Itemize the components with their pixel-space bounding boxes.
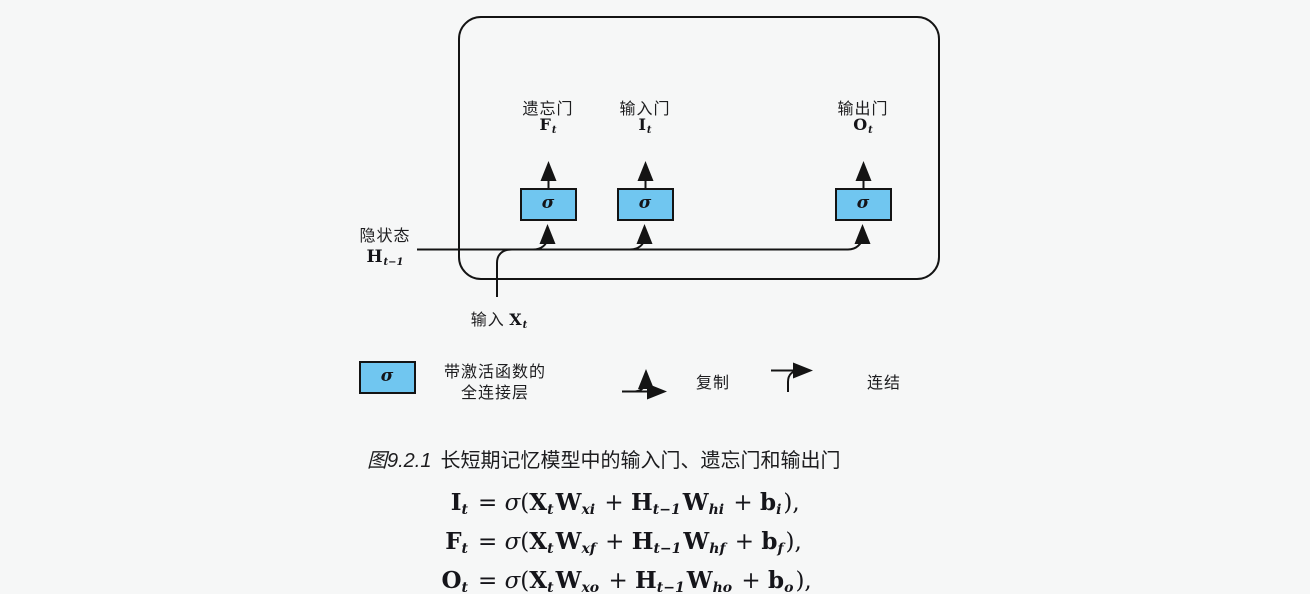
input-subscript: t (522, 320, 528, 331)
equation-forget-gate-rhs: = σ(XtWxf + Ht−1Whf + bf), (478, 528, 802, 557)
input-gate-symbol: It (638, 115, 651, 136)
hidden-state-line (417, 224, 871, 251)
figure-number: 图9.2.1 (367, 450, 432, 472)
equation-input-gate-rhs: = σ(XtWxi + Ht−1Whi + bi), (478, 489, 800, 518)
input-label-block: 输入 Xt (471, 306, 528, 331)
output-gate-subscript: t (868, 125, 873, 136)
lstm-cell-frame (458, 16, 940, 280)
input-gate-sigma-box (617, 188, 674, 221)
figure-title: 长短期记忆模型中的输入门、遗忘门和输出门 (440, 450, 841, 472)
input-label: 输入 (470, 312, 505, 329)
equation-forget-gate-lhs: Ft (445, 528, 468, 557)
input-x-line (496, 248, 513, 297)
output-gate-var: O (853, 115, 868, 134)
branch-arrow-forget-gate (532, 224, 556, 251)
input-gate-sigma-glyph: σ (638, 193, 652, 213)
legend-fc-label: 带激活函数的 全连接层 (444, 362, 546, 404)
equation-input-gate-lhs: It (450, 489, 468, 518)
input-gate-label: 输入门 (619, 101, 671, 118)
output-gate-sigma-box (835, 188, 892, 221)
forget-gate-subscript: t (551, 125, 557, 136)
gate-equations: It = σ(XtWxi + Ht−1Whi + bi), Ft = σ(XtW… (422, 487, 812, 594)
forget-gate-sigma-glyph: σ (541, 193, 555, 213)
equation-output-gate-rhs: = σ(XtWxo + Ht−1Who + bo), (478, 567, 812, 594)
hidden-state-var: H (366, 247, 383, 267)
output-gate-label: 输出门 (837, 101, 889, 118)
legend-sigma-glyph: σ (380, 366, 394, 386)
hidden-state-symbol: Ht−1 (359, 247, 410, 273)
legend-fc-label-line2: 全连接层 (460, 385, 530, 402)
equation-output-gate-lhs: Ot (441, 567, 468, 594)
forget-gate-sigma-box (520, 188, 577, 221)
input-symbol: Xt (509, 310, 528, 331)
figure-caption: 图9.2.1 长短期记忆模型中的输入门、遗忘门和输出门 (367, 444, 840, 473)
input-gate-subscript: t (646, 125, 652, 136)
legend-fc-label-line1: 带激活函数的 (443, 364, 547, 381)
legend-copy-label: 复制 (695, 375, 731, 392)
hidden-state-subscript: t−1 (383, 257, 404, 268)
forget-gate-var: F (539, 115, 551, 134)
hidden-state-label: 隐状态 (359, 228, 411, 245)
concat-symbol-merge-line (787, 369, 801, 392)
input-var: X (509, 310, 522, 329)
forget-gate-label: 遗忘门 (522, 101, 574, 118)
forget-gate-symbol: Ft (540, 115, 557, 136)
hidden-state-label-block: 隐状态 Ht−1 (359, 227, 410, 273)
legend-sigma-box (359, 361, 416, 394)
branch-arrow-input-gate (629, 224, 653, 251)
output-gate-sigma-glyph: σ (856, 193, 870, 213)
legend-concat-label: 连结 (866, 375, 902, 392)
copy-symbol-branch-arrow (633, 369, 654, 393)
output-gate-symbol: Ot (853, 115, 873, 136)
input-gate-var: I (638, 115, 646, 134)
